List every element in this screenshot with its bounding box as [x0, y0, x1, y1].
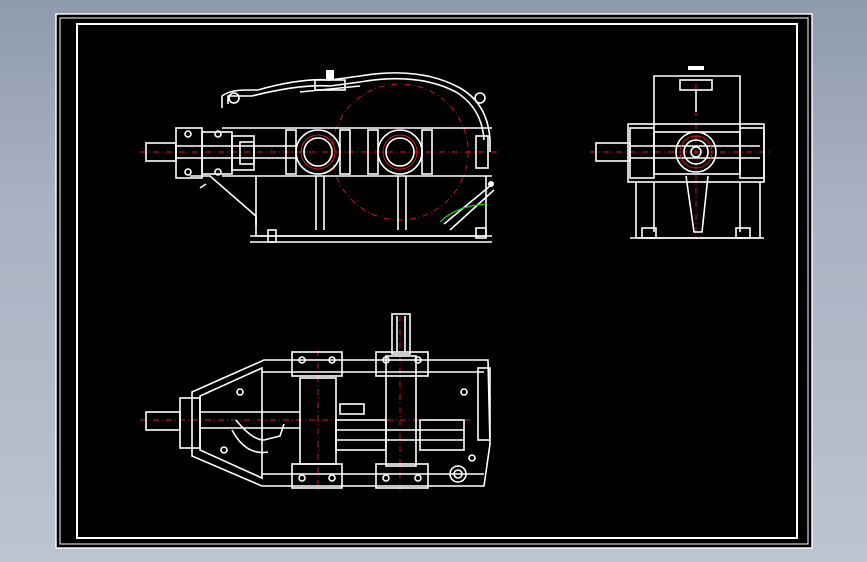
- drawing-sheet: [55, 13, 813, 549]
- output-gear: [385, 355, 417, 467]
- lift-lug-right: [474, 92, 486, 104]
- top-housing: [191, 359, 491, 487]
- outer-border: [59, 17, 809, 545]
- lift-lug-left: [228, 92, 240, 104]
- inner-border: [76, 23, 798, 539]
- side-shaft-end: [595, 142, 631, 162]
- vent-plug: [326, 70, 334, 80]
- side-view: [590, 66, 772, 240]
- front-view: [140, 70, 500, 243]
- top-view: [140, 313, 491, 490]
- oil-plug: [449, 465, 467, 483]
- output-shaft-end: [391, 313, 411, 355]
- housing-cover-inner: [227, 77, 485, 141]
- oil-dipstick-highlight: [439, 203, 487, 223]
